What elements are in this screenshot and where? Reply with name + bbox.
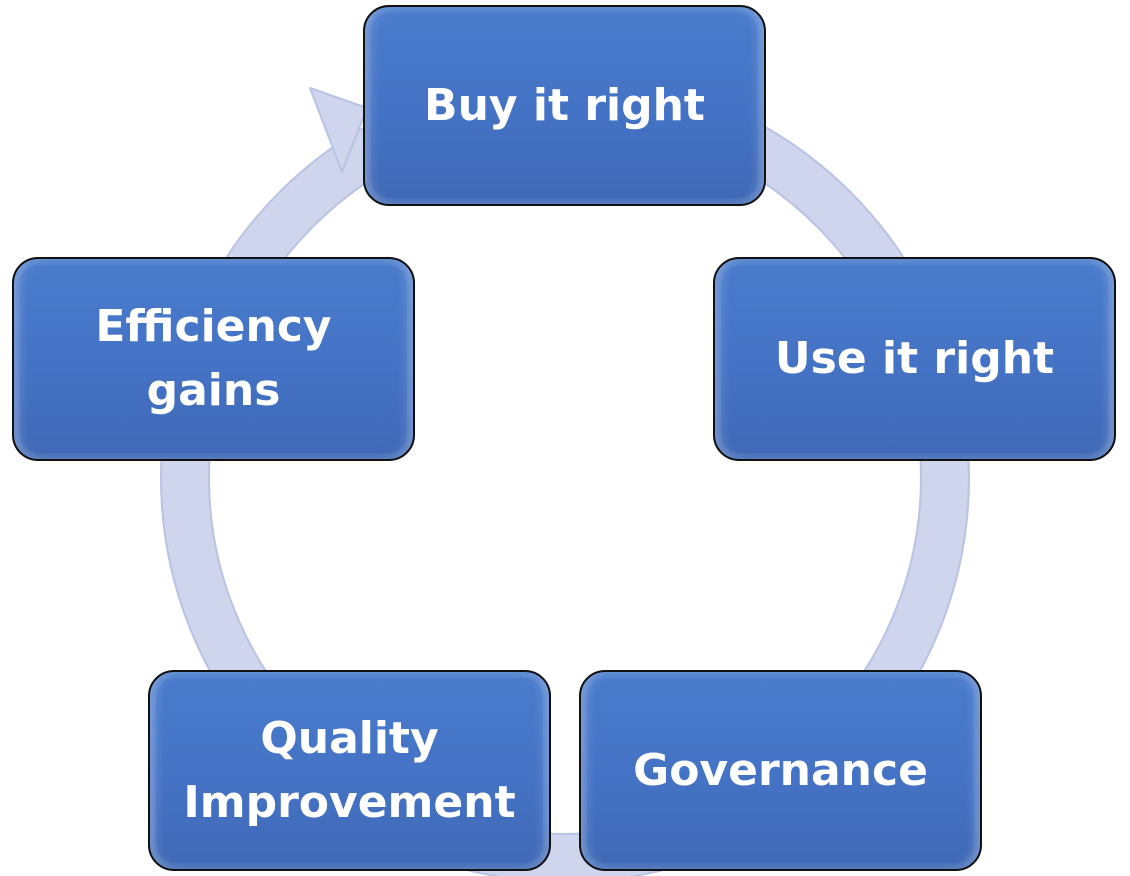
node-label: Governance xyxy=(633,744,928,796)
node-governance: Governance xyxy=(579,670,982,871)
node-efficiency-gains: Efficiency gains xyxy=(12,257,415,461)
node-label: Efficiency gains xyxy=(95,301,332,416)
node-use-it-right: Use it right xyxy=(713,257,1116,461)
arrow-head-icon xyxy=(309,87,368,173)
node-quality-improvement: Quality Improvement xyxy=(148,670,551,871)
node-buy-it-right: Buy it right xyxy=(363,5,766,206)
node-label: Buy it right xyxy=(424,79,705,131)
node-label: Use it right xyxy=(774,333,1055,385)
node-label: Quality Improvement xyxy=(183,712,516,828)
